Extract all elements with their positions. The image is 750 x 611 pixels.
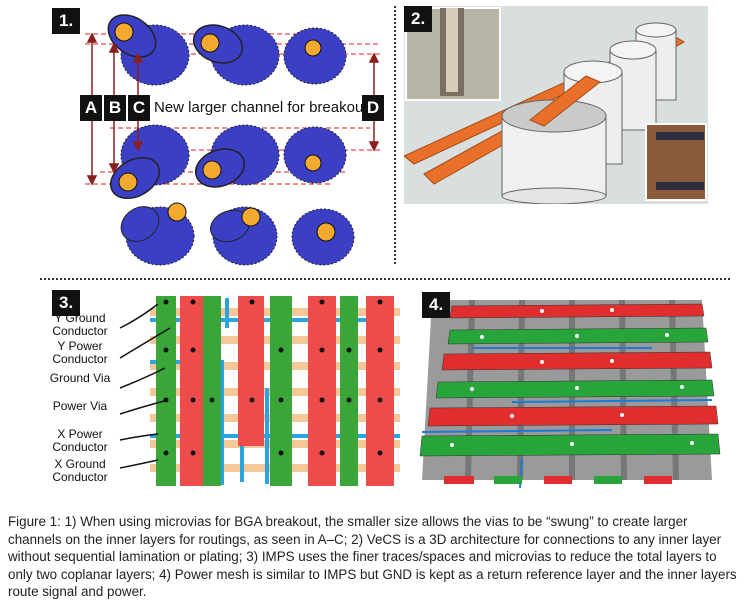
panel-1-number: 1. <box>52 8 81 34</box>
letter-d: D <box>362 95 384 121</box>
panel-3-number: 3. <box>52 290 81 316</box>
panel-2-number: 2. <box>404 6 433 32</box>
letter-b: B <box>104 95 126 121</box>
panel-bga-breakout: 1. A B C D New larger channel for breako… <box>40 0 390 270</box>
panel-vecs <box>404 6 708 204</box>
label-ground-via: Ground Via <box>49 371 111 385</box>
vertical-divider <box>394 6 396 264</box>
horizontal-divider <box>40 278 730 280</box>
label-x-ground-conductor: X Ground Conductor <box>52 457 108 484</box>
label-y-power-conductor: Y Power Conductor <box>52 339 108 366</box>
figure-caption: Figure 1: 1) When using microvias for BG… <box>8 514 737 600</box>
panel-imps: Y Ground Conductor Y Power Conductor Gro… <box>40 288 400 493</box>
pad-row-3 <box>120 202 355 266</box>
bga-breakout-diagram <box>85 14 380 266</box>
pad-row-2 <box>110 124 347 200</box>
panel-4-number: 4. <box>422 292 451 318</box>
label-x-power-conductor: X Power Conductor <box>52 427 108 454</box>
label-power-via: Power Via <box>52 399 108 413</box>
power-mesh-3d-diagram <box>419 299 721 489</box>
imps-grid-diagram <box>119 296 400 486</box>
vecs-3d-diagram <box>404 7 707 204</box>
pad-row-1 <box>107 14 347 86</box>
letter-a: A <box>80 95 102 121</box>
letter-c: C <box>128 95 150 121</box>
channel-label: New larger channel for breakout <box>154 96 367 120</box>
panel-power-mesh <box>412 290 722 490</box>
